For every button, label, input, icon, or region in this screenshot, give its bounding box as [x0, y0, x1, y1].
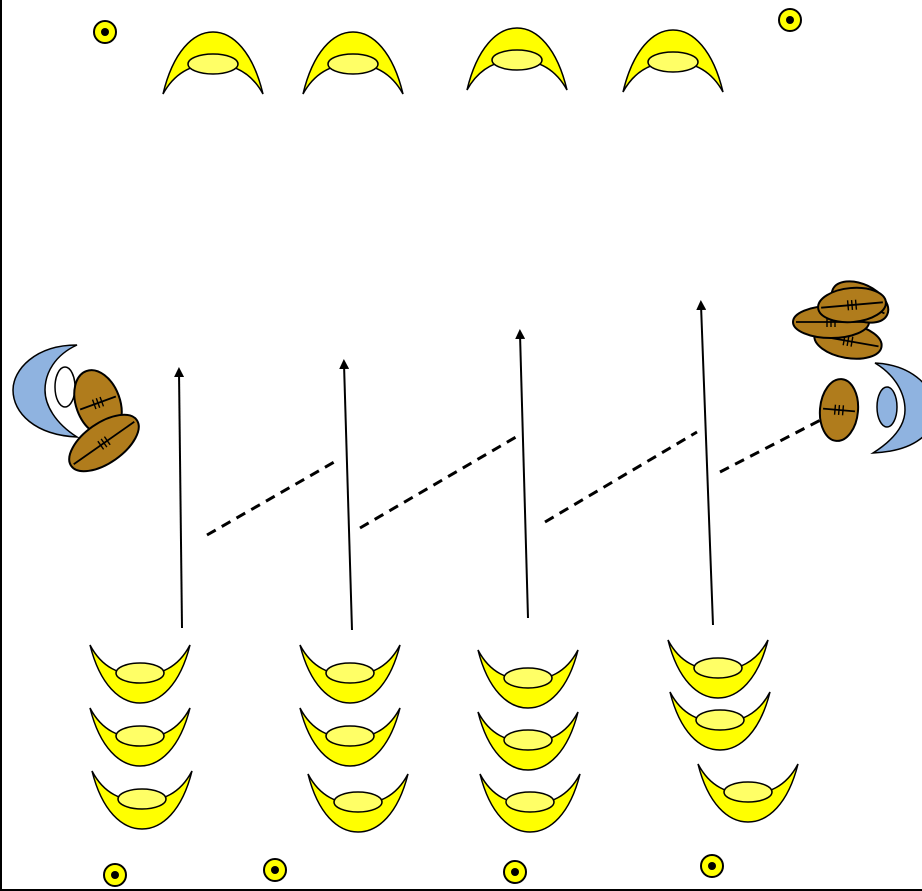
run-arrow	[696, 300, 714, 626]
attacking-player-icon	[669, 691, 771, 751]
defending-player-icon	[12, 344, 80, 438]
cone-marker-icon	[263, 858, 287, 882]
run-arrow	[339, 359, 353, 631]
cone-marker-icon	[700, 854, 724, 878]
attacking-player-icon	[299, 644, 401, 704]
attacking-player-icon	[479, 773, 581, 833]
rugby-ball-icon	[818, 378, 860, 442]
defending-player-icon	[870, 362, 922, 454]
run-arrow	[515, 329, 529, 619]
attacking-player-icon	[697, 763, 799, 823]
run-arrow	[174, 367, 185, 629]
rugby-ball-icon	[68, 413, 140, 473]
front-players	[162, 27, 724, 95]
attacking-player-icon	[162, 31, 264, 95]
cone-marker-icon	[103, 863, 127, 887]
attacking-player-icon	[91, 770, 193, 830]
pass-line	[544, 430, 698, 524]
feeders	[12, 280, 922, 473]
attacking-player-icon	[466, 27, 568, 91]
attacking-player-icon	[89, 707, 191, 767]
attacking-player-icon	[622, 29, 724, 93]
cone-marker-icon	[778, 8, 802, 32]
pass-line	[719, 408, 841, 474]
queue-players	[89, 639, 799, 833]
cone-marker-icon	[93, 20, 117, 44]
attacking-player-icon	[477, 649, 579, 709]
attacking-player-icon	[307, 773, 409, 833]
attacking-player-icon	[477, 711, 579, 771]
attacking-player-icon	[302, 31, 404, 95]
rugby-ball-icon	[817, 286, 887, 324]
pass-line	[359, 435, 517, 530]
movement-lines	[174, 300, 841, 631]
cones	[93, 8, 802, 887]
attacking-player-icon	[667, 639, 769, 699]
attacking-player-icon	[299, 707, 401, 767]
attacking-player-icon	[89, 644, 191, 704]
pass-line	[206, 459, 337, 537]
cone-marker-icon	[503, 860, 527, 884]
